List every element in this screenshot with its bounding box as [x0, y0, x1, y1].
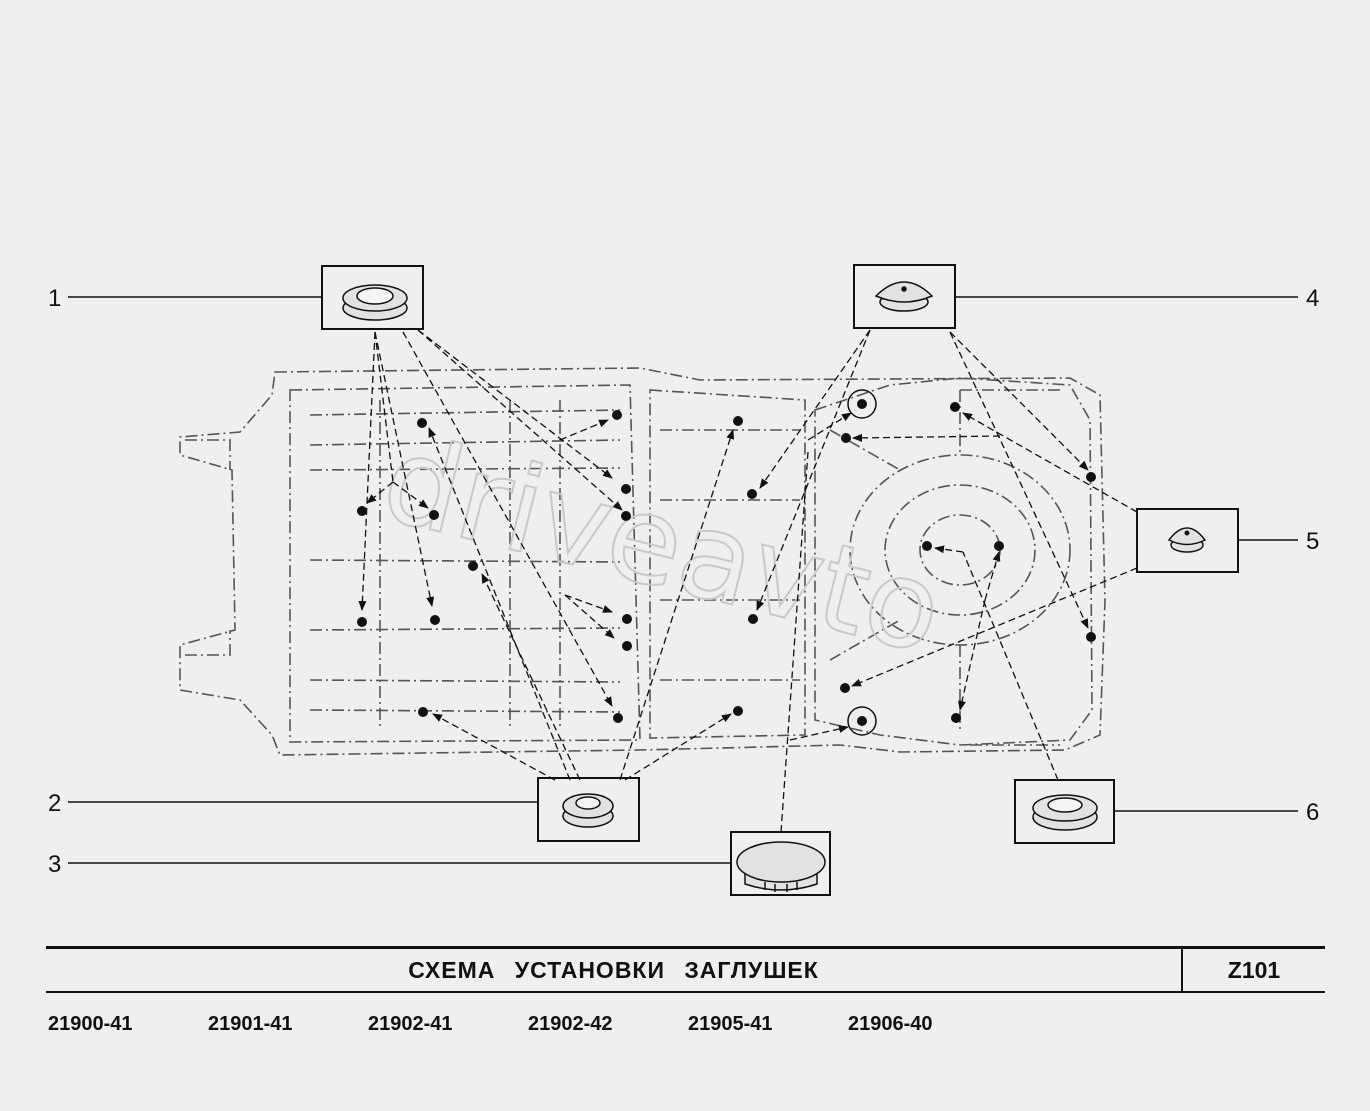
installation-points	[357, 399, 1096, 726]
model-code: 21902-41	[368, 1013, 453, 1035]
plug-installation-diagram: driveavto	[48, 264, 1319, 896]
grommet-ring-large-icon	[342, 284, 408, 321]
model-code: 21901-41	[208, 1013, 293, 1035]
diagram-title: СХЕМА УСТАНОВКИ ЗАГЛУШЕК	[46, 949, 1183, 991]
model-code: 21906-40	[848, 1013, 933, 1035]
model-list: 21900-41 21901-41 21902-41 21902-42 2190…	[48, 1013, 1008, 1036]
grommet-ring-flat-icon	[1032, 794, 1098, 831]
dome-plug-icon	[874, 281, 934, 312]
title-block: СХЕМА УСТАНОВКИ ЗАГЛУШЕК Z101	[46, 946, 1325, 993]
part-box-4[interactable]	[853, 264, 956, 329]
diagram-code: Z101	[1227, 956, 1281, 983]
part-box-5[interactable]	[1136, 508, 1239, 573]
model-code: 21902-42	[528, 1013, 613, 1035]
part-box-2[interactable]	[537, 777, 640, 842]
part-box-1[interactable]	[321, 265, 424, 330]
callout-number-5: 5	[1306, 528, 1319, 555]
callout-number-3: 3	[48, 851, 61, 878]
callout-number-6: 6	[1306, 799, 1319, 826]
callout-number-1: 1	[48, 285, 61, 312]
flat-cap-plug-icon	[736, 841, 826, 892]
small-dome-plug-icon	[1167, 527, 1207, 553]
model-code: 21905-41	[688, 1013, 773, 1035]
part-box-6[interactable]	[1014, 779, 1115, 844]
watermark: driveavto	[370, 409, 955, 681]
callout-leaders	[68, 296, 1298, 864]
callout-number-4: 4	[1306, 285, 1319, 312]
callout-number-2: 2	[48, 790, 61, 817]
wheel-arch-front	[847, 389, 877, 736]
part-box-3[interactable]	[730, 831, 831, 896]
grommet-ring-icon	[562, 793, 614, 828]
model-code: 21900-41	[48, 1013, 133, 1035]
installation-arrows	[358, 329, 1138, 833]
